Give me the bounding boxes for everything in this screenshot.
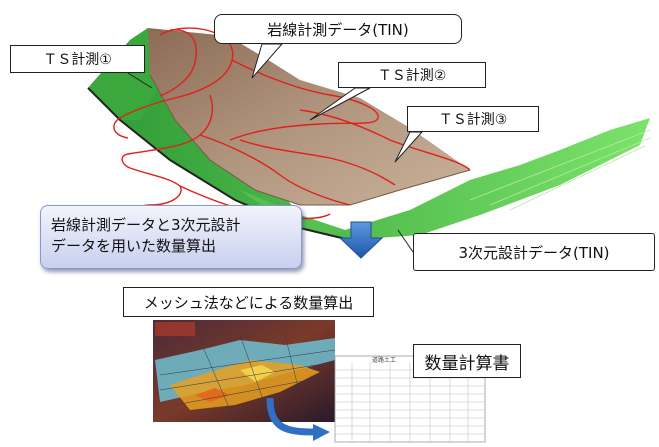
callout-rock-line-tin-label: 岩線計測データ(TIN): [267, 20, 409, 39]
mesh-method-image: [153, 320, 336, 422]
sheet-title: 道路土工: [372, 356, 396, 364]
callout-mesh-method-label: メッシュ法などによる数量算出: [143, 293, 354, 312]
down-arrow-icon: [338, 221, 384, 259]
callout-design-tin-label: 3次元設計データ(TIN): [458, 243, 610, 262]
rock-line-tin-surface: [148, 28, 471, 206]
callout-ts2: ＴＳ計測②: [338, 62, 486, 88]
curved-arrow-icon: [266, 397, 330, 441]
callout-ts1-label: ＴＳ計測①: [43, 52, 112, 68]
callout-ts2-label: ＴＳ計測②: [377, 68, 447, 84]
callout-pointers: [127, 43, 424, 253]
callout-quantity-report: 数量計算書: [413, 344, 521, 378]
callout-quantity-report-label: 数量計算書: [424, 353, 510, 374]
ts-measurement-lines: [113, 27, 471, 220]
quantity-calculation-line2: データを用いた数量算出: [51, 237, 217, 255]
callout-mesh-method: メッシュ法などによる数量算出: [123, 287, 374, 317]
quantity-calculation-box: 岩線計測データと3次元設計 データを用いた数量算出: [40, 205, 302, 269]
quantity-calculation-line1: 岩線計測データと3次元設計: [51, 216, 241, 234]
callout-rock-line-tin: 岩線計測データ(TIN): [214, 14, 462, 44]
callout-ts3: ＴＳ計測③: [407, 106, 539, 132]
callout-ts1: ＴＳ計測①: [10, 45, 145, 73]
callout-ts3-label: ＴＳ計測③: [438, 112, 508, 128]
callout-design-tin: 3次元設計データ(TIN): [413, 233, 655, 271]
